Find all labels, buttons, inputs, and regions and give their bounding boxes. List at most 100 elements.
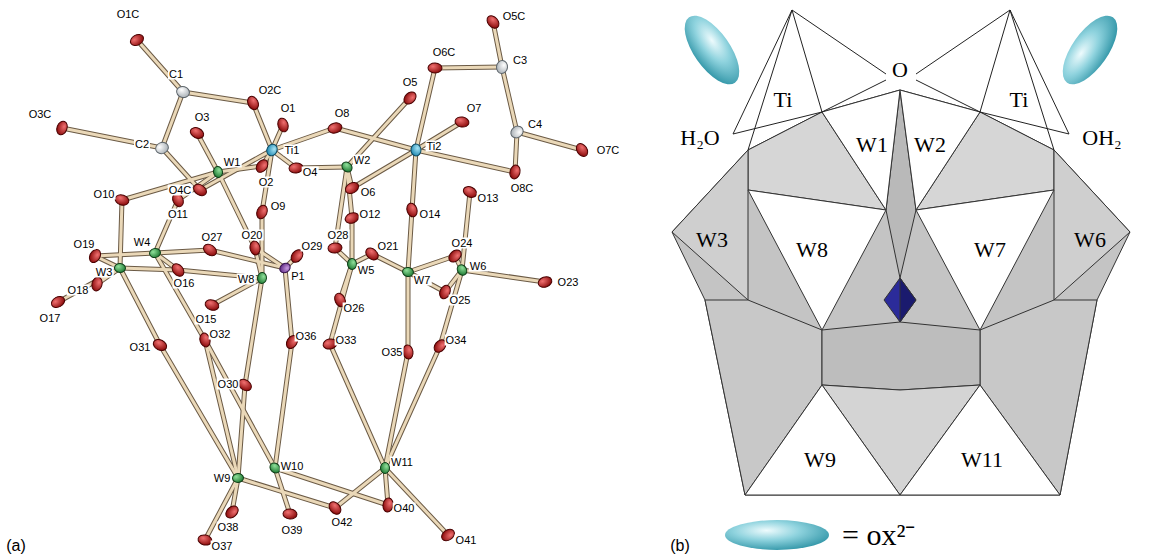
bond	[120, 200, 122, 268]
bond	[408, 272, 445, 292]
bond	[416, 150, 515, 172]
bond	[416, 68, 435, 150]
atom-label: O18	[67, 285, 90, 296]
atom-label: O33	[335, 335, 358, 346]
atom-ellipsoid	[455, 263, 468, 277]
atom-label: O8C	[510, 183, 535, 194]
bond	[155, 253, 205, 340]
bond	[245, 278, 262, 385]
atom-ellipsoid	[327, 121, 343, 134]
atom-label: W5	[357, 265, 376, 276]
bond	[205, 340, 238, 478]
atom-label: O38	[217, 522, 240, 533]
wire	[980, 10, 1010, 112]
atom-label: O4C	[168, 185, 193, 196]
atom-label: O42	[331, 517, 354, 528]
atom-label: W8	[237, 274, 256, 285]
atom-label: O37	[211, 541, 234, 552]
w7-face	[916, 190, 1054, 330]
bond	[253, 103, 272, 150]
atom-ellipsoid	[249, 240, 261, 255]
atom-label: O25	[449, 295, 472, 306]
atom-label: O39	[281, 525, 304, 536]
atom-label: C4	[527, 119, 543, 130]
atom-label: O24	[451, 238, 474, 249]
polyhedron-label: W1	[856, 134, 888, 156]
wire	[916, 80, 980, 112]
legend-swatch	[725, 520, 829, 550]
atom-ellipsoid	[485, 13, 502, 30]
atom-label: O40	[393, 503, 416, 514]
atom-ellipsoid	[508, 164, 521, 180]
atom-label: O34	[445, 335, 468, 346]
atom-label: O1	[280, 103, 297, 114]
atom-label: O2	[258, 177, 275, 188]
atom-label: O35	[381, 347, 404, 358]
atom-ellipsoid	[254, 157, 270, 174]
wire	[822, 80, 886, 112]
w11-face	[900, 385, 1060, 495]
bond	[197, 133, 218, 172]
wire	[792, 10, 822, 112]
atom-label: O4	[302, 167, 319, 178]
atom-ellipsoid	[574, 141, 590, 158]
atom-label: O16	[173, 278, 196, 289]
atom-label: O17	[39, 313, 62, 324]
bond	[412, 150, 416, 210]
bond	[517, 132, 582, 150]
polyhedral-label: Ti	[773, 89, 794, 111]
bond	[351, 218, 354, 264]
atom-ellipsoid	[170, 261, 187, 278]
ortep-structure	[49, 13, 590, 546]
atom-ellipsoid	[114, 263, 125, 273]
bond	[95, 253, 155, 256]
bond	[120, 268, 178, 270]
atom-label: O30	[217, 379, 240, 390]
atom-ellipsoid	[405, 202, 419, 218]
bond	[385, 346, 440, 468]
bond	[253, 103, 272, 150]
atom-ellipsoid	[175, 85, 191, 99]
atom-ellipsoid	[446, 248, 463, 265]
polyhedra-back	[672, 90, 1130, 495]
bond	[408, 210, 412, 272]
atom-ellipsoid	[327, 499, 344, 516]
atom-label: C2	[134, 139, 150, 150]
bond	[155, 253, 205, 340]
polyhedral-label: OH₂	[1081, 127, 1122, 149]
bond	[245, 278, 262, 385]
wire	[733, 10, 792, 134]
bond	[435, 67, 502, 68]
atom-label: O26	[343, 303, 366, 314]
atom-label: W1	[223, 157, 242, 168]
bond	[408, 272, 445, 292]
bond	[435, 67, 502, 68]
polyhedral-label: Ti	[1009, 89, 1030, 111]
atom-label: O32	[209, 329, 232, 340]
atom-label: O36	[295, 331, 318, 342]
atom-ellipsoid	[537, 275, 554, 289]
bond	[462, 192, 470, 270]
atom-ellipsoid	[154, 140, 170, 155]
bond	[160, 345, 238, 478]
atom-label: O9	[270, 201, 287, 212]
atom-ellipsoid	[428, 63, 442, 73]
atom-ellipsoid	[276, 117, 290, 133]
bond	[416, 150, 515, 172]
atom-ellipsoid	[90, 276, 103, 292]
atom-ellipsoid	[223, 504, 240, 521]
wire	[792, 10, 886, 74]
bond	[162, 92, 183, 148]
bond	[350, 218, 355, 264]
atom-ellipsoid	[381, 463, 390, 474]
bond	[406, 272, 411, 352]
bond	[155, 250, 210, 253]
atom-ellipsoid	[232, 473, 244, 483]
atom-label: O2C	[258, 85, 283, 96]
bond	[95, 253, 155, 256]
bond	[120, 268, 160, 345]
bond	[408, 256, 455, 272]
atom-label: O7C	[596, 145, 621, 156]
atom-label: Ti1	[284, 145, 301, 156]
atom-label: O11	[167, 209, 189, 220]
